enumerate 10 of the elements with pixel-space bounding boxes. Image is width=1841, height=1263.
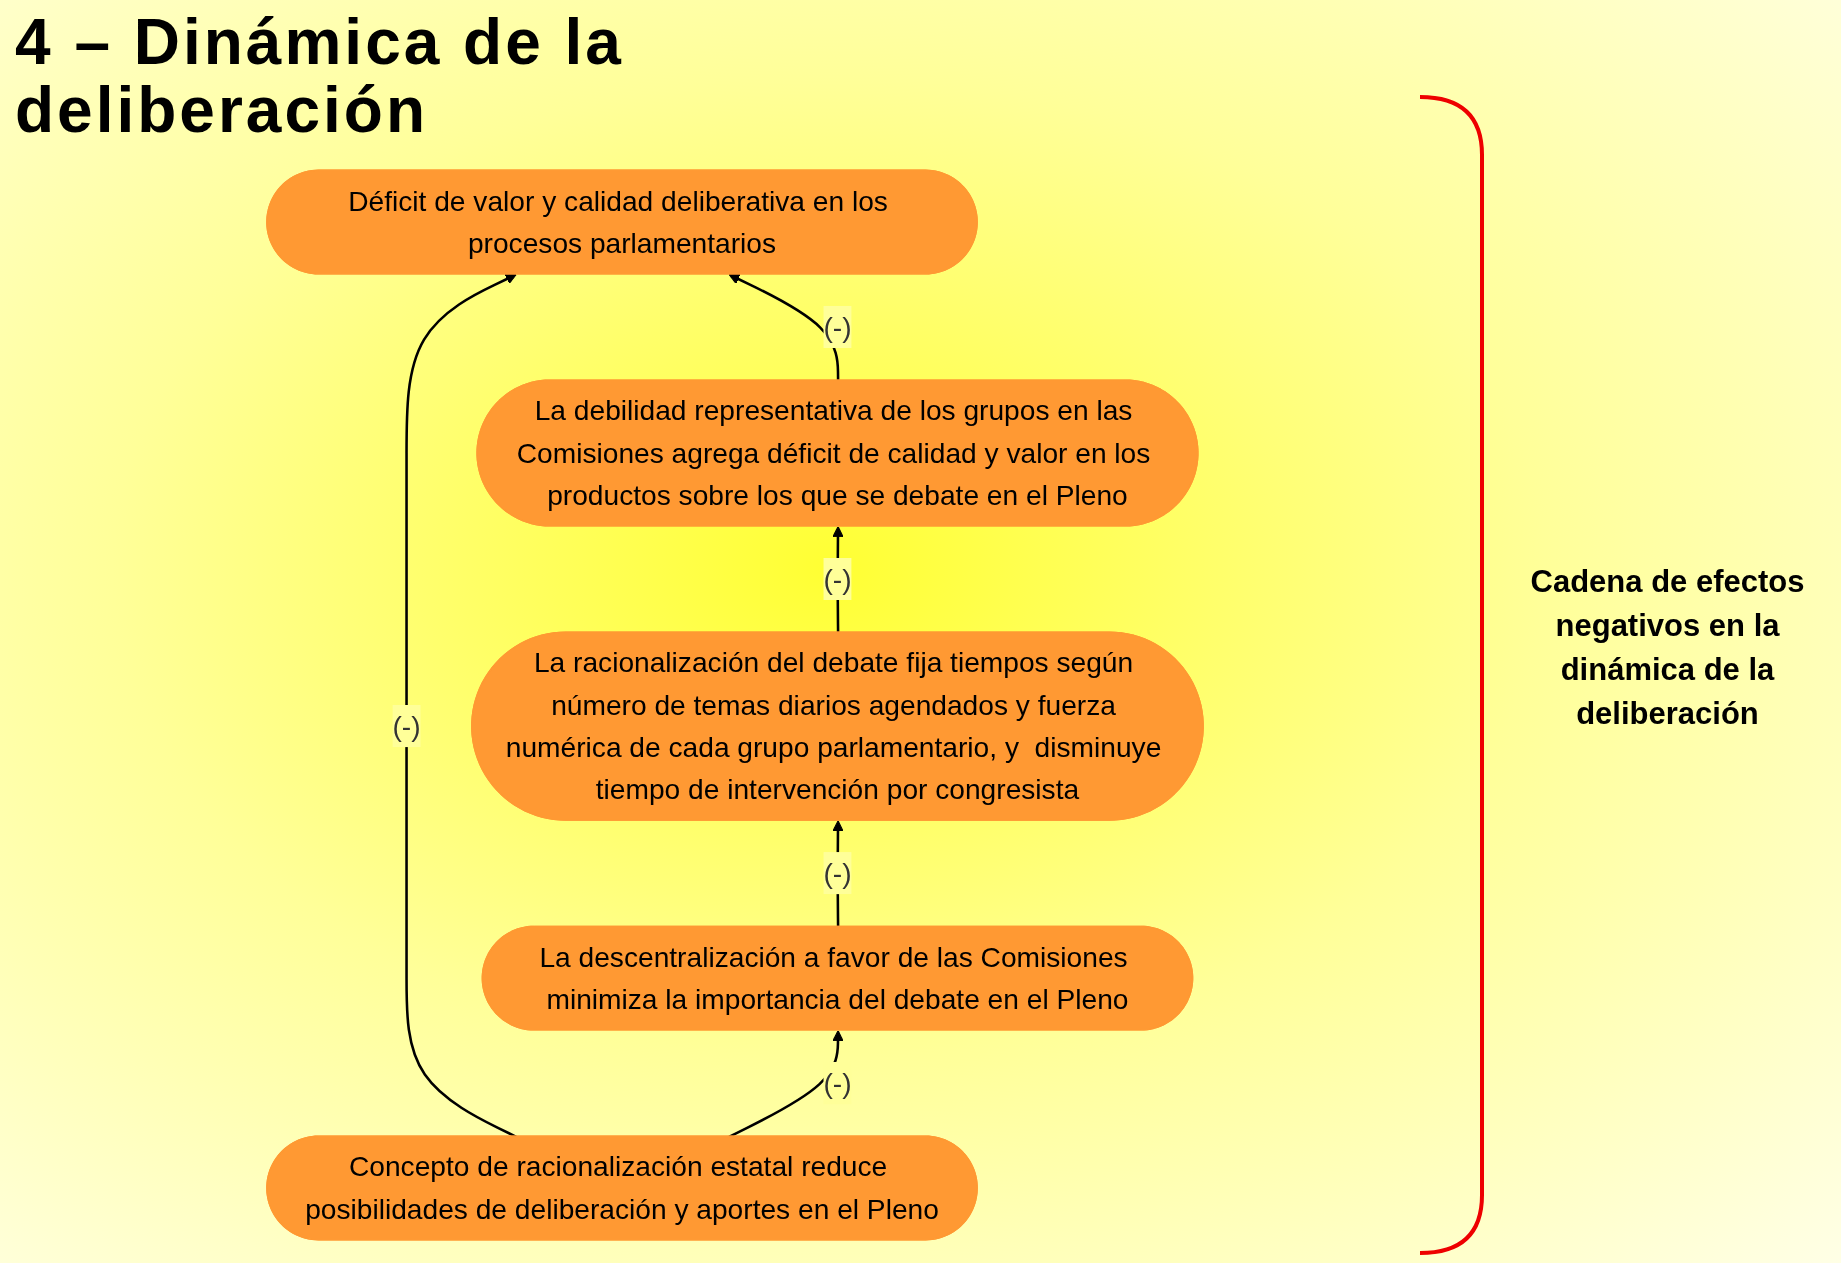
bracket-label: Cadena de efectos negativos en la dinámica de la deliberación [1529,563,1806,733]
title: 4 – Dinámica de la deliberación [15,8,625,144]
edge-label: (-) [823,310,852,343]
edge-label: (-) [823,1067,852,1100]
arrow [728,1030,844,1138]
arrow [405,273,517,1138]
edge-label: (-) [392,710,421,743]
edge-label: (-) [823,857,852,890]
edge-label: (-) [823,562,852,595]
arrow [728,273,840,381]
